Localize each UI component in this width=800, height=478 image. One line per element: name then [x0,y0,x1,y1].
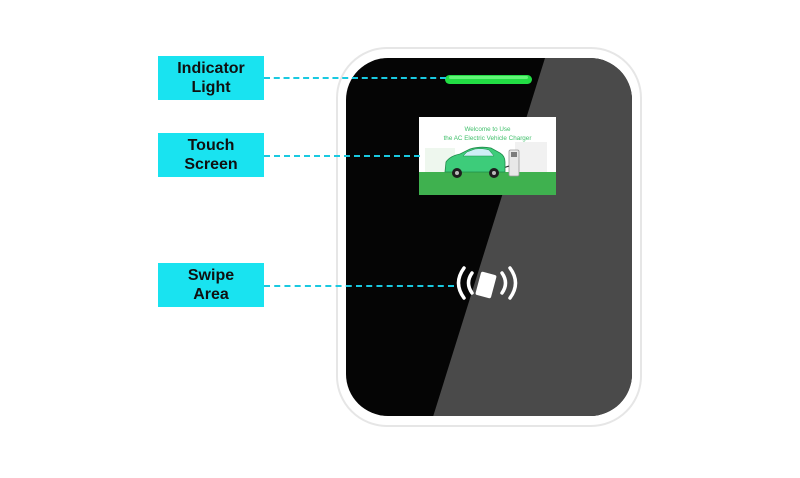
leader-touch-screen [264,155,420,157]
charger-front-panel [346,58,632,416]
callout-touch-screen-line2: Screen [184,156,238,173]
electric-car [444,146,506,178]
callout-indicator-light-line2: Light [191,79,231,96]
callout-touch-screen-line1: Touch [187,137,235,154]
leader-indicator-light [264,77,446,79]
screen-welcome-line2: the AC Electric Vehicle Charger [444,135,532,142]
callout-swipe-area: Swipe Area [158,263,264,307]
panel-sheen [432,58,632,416]
leader-swipe-area [264,285,454,287]
screen-welcome-line1: Welcome to Use [464,126,511,133]
callout-swipe-area-line1: Swipe [187,267,235,284]
callout-touch-screen: Touch Screen [158,133,264,177]
touch-screen-display[interactable]: Welcome to Use the AC Electric Vehicle C… [419,117,556,195]
callout-indicator-light-line1: Indicator [177,60,245,77]
callout-indicator-light: Indicator Light [158,56,264,100]
callout-swipe-area-line2: Area [193,286,229,303]
nfc-card-icon [456,266,518,300]
